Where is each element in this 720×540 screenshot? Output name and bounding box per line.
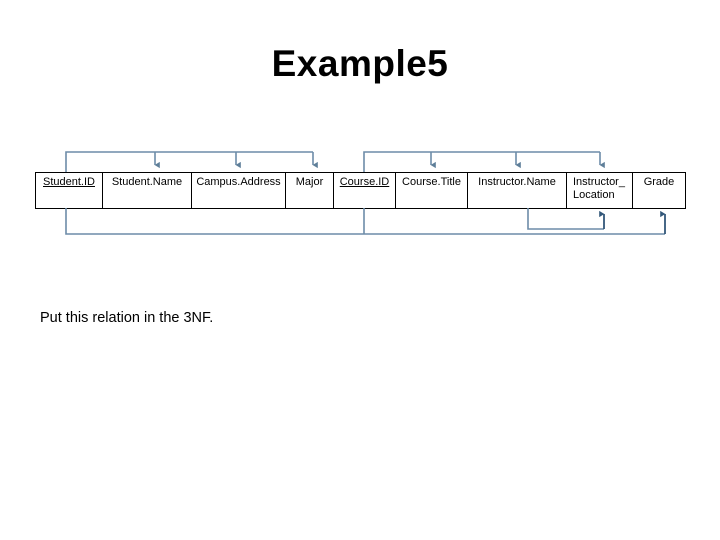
fd-studentid-spine — [65, 151, 313, 172]
attribute-label-studentname: Student.Name — [111, 176, 183, 188]
page-title: Example5 — [271, 43, 449, 84]
attribute-label-courseid: Course.ID — [339, 176, 390, 188]
table-row: Student.ID Student.Name Campus.Address M… — [35, 172, 686, 209]
attribute-cell-coursetitle[interactable]: Course.Title — [395, 172, 468, 209]
fd-composite-key-group — [65, 208, 666, 235]
attribute-cell-studentid[interactable]: Student.ID — [35, 172, 103, 209]
fd-instructorname-spine — [527, 208, 604, 230]
fd-courseid-group — [363, 151, 605, 172]
attribute-cell-instructor-location[interactable]: Instructor_ Location — [566, 172, 633, 209]
fd-composite-spine — [65, 208, 665, 235]
attribute-cell-courseid[interactable]: Course.ID — [333, 172, 396, 209]
instruction-text: Put this relation in the 3NF. — [40, 310, 214, 326]
attribute-label-coursetitle: Course.Title — [402, 176, 461, 188]
attribute-label-campusaddress: Campus.Address — [196, 176, 281, 188]
attribute-cell-grade[interactable]: Grade — [632, 172, 686, 209]
attribute-cell-campusaddress[interactable]: Campus.Address — [191, 172, 286, 209]
fd-courseid-spine — [363, 151, 600, 172]
attribute-cell-studentname[interactable]: Student.Name — [102, 172, 192, 209]
relation-table: Student.ID Student.Name Campus.Address M… — [35, 172, 686, 209]
attribute-cell-major[interactable]: Major — [285, 172, 334, 209]
attribute-label-instructorname: Instructor.Name — [478, 176, 556, 188]
fd-studentid-group — [65, 151, 318, 172]
fd-instructorname-group — [527, 208, 605, 230]
attribute-label-studentid: Student.ID — [43, 176, 95, 188]
attribute-label-major: Major — [295, 176, 324, 188]
attribute-label-grade: Grade — [643, 176, 675, 188]
attribute-label-instructor-location: Instructor_ Location — [573, 176, 625, 201]
attribute-cell-instructorname[interactable]: Instructor.Name — [467, 172, 567, 209]
